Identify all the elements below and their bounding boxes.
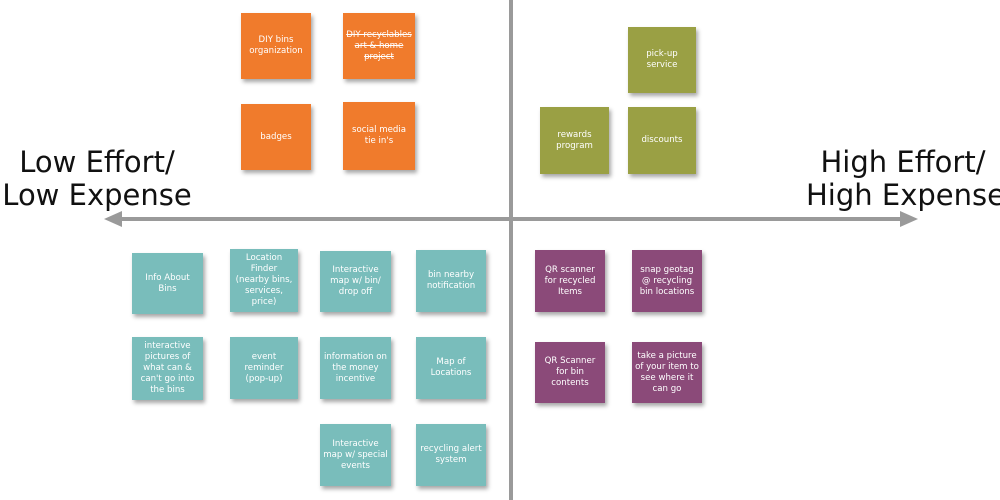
sticky-note-snap-geotag: snap geotag @ recycling bin locations <box>632 250 702 312</box>
sticky-note-badges: badges <box>241 104 311 170</box>
sticky-note-map-locations: Map of Locations <box>416 337 486 399</box>
sticky-note-text: information on the money incentive <box>323 351 388 384</box>
sticky-note-text: DIY bins organization <box>249 35 303 56</box>
sticky-note-rewards-program: rewards program <box>540 107 609 174</box>
low-effort-label: Low Effort/ Low Expense <box>2 146 192 212</box>
sticky-note-text: Info About Bins <box>145 272 190 294</box>
sticky-note-qr-recycled: QR scanner for recycled Items <box>535 250 605 312</box>
sticky-note-qr-bin-contents: QR Scanner for bin contents <box>535 342 605 403</box>
sticky-note-text: DIY recyclables art & home project <box>346 29 412 62</box>
sticky-note-bin-notification: bin nearby notification <box>416 250 486 312</box>
sticky-note-text: recycling alert system <box>420 444 482 465</box>
sticky-note-text: Location Finder (nearby bins, services, … <box>235 253 293 307</box>
sticky-note-recycling-alert: recycling alert system <box>416 424 486 486</box>
sticky-note-text: Interactive map w/ bin/ drop off <box>330 265 381 297</box>
sticky-note-pickup-service: pick-up service <box>628 27 696 93</box>
sticky-note-text: Map of Locations <box>430 357 472 378</box>
sticky-note-interactive-pictures: interactive pictures of what can & can't… <box>132 337 203 400</box>
arrow-right-icon <box>900 211 918 227</box>
sticky-note-event-reminder: event reminder (pop-up) <box>230 337 298 399</box>
horizontal-axis <box>120 217 902 221</box>
sticky-note-location-finder: Location Finder (nearby bins, services, … <box>230 249 298 312</box>
vertical-axis <box>509 0 513 500</box>
sticky-note-info-bins: Info About Bins <box>132 253 203 314</box>
sticky-note-text: badges <box>260 131 292 142</box>
sticky-note-text: social media tie in's <box>351 125 406 146</box>
sticky-note-interactive-map: Interactive map w/ bin/ drop off <box>320 251 391 312</box>
arrow-left-icon <box>104 211 122 227</box>
sticky-note-text: interactive pictures of what can & can't… <box>140 341 195 395</box>
sticky-note-text: QR Scanner for bin contents <box>544 356 596 388</box>
sticky-note-text: take a picture of your item to see where… <box>635 350 699 394</box>
low-effort-label-line1: Low Effort/ <box>19 145 175 179</box>
sticky-note-text: discounts <box>641 135 683 145</box>
sticky-note-money-incentive: information on the money incentive <box>320 337 391 399</box>
sticky-note-map-special-events: Interactive map w/ special events <box>320 424 391 486</box>
high-effort-label-line2: High Expense <box>806 178 1000 212</box>
sticky-note-text: QR scanner for recycled Items <box>544 264 596 297</box>
sticky-note-discounts: discounts <box>628 107 696 174</box>
high-effort-label-line1: High Effort/ <box>820 146 986 179</box>
sticky-note-text: snap geotag @ recycling bin locations <box>639 264 695 297</box>
sticky-note-text: pick-up service <box>646 49 678 70</box>
sticky-note-text: rewards program <box>556 129 593 151</box>
sticky-note-social-media: social media tie in's <box>343 102 415 170</box>
low-effort-label-line2: Low Expense <box>2 178 192 212</box>
high-effort-label: High Effort/ High Expense <box>806 146 1000 212</box>
sticky-note-text: event reminder (pop-up) <box>244 351 284 384</box>
sticky-note-text: bin nearby notification <box>426 270 476 291</box>
sticky-note-text: Interactive map w/ special events <box>323 438 388 471</box>
sticky-note-diy-bins: DIY bins organization <box>241 13 311 79</box>
sticky-note-take-picture: take a picture of your item to see where… <box>632 342 702 403</box>
sticky-note-diy-recyclables: DIY recyclables art & home project <box>343 13 415 79</box>
